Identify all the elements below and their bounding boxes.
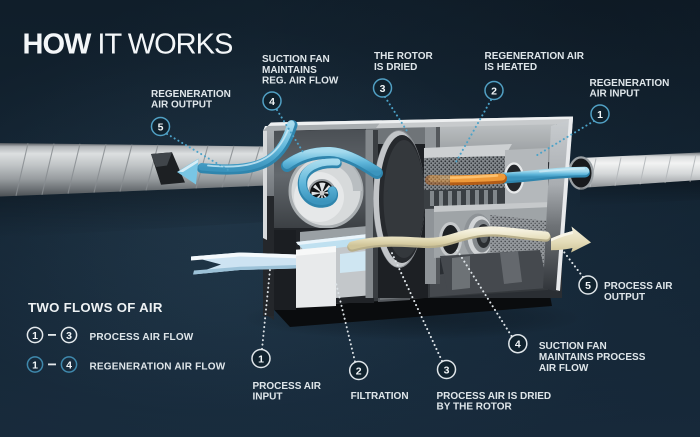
svg-text:THE ROTOR: THE ROTOR (374, 51, 433, 62)
svg-text:1: 1 (32, 330, 38, 342)
svg-text:BY THE ROTOR: BY THE ROTOR (437, 402, 513, 413)
svg-text:4: 4 (269, 96, 275, 108)
svg-text:OUTPUT: OUTPUT (604, 292, 645, 303)
svg-text:3: 3 (66, 330, 72, 342)
svg-text:IS DRIED: IS DRIED (374, 62, 417, 73)
svg-text:1: 1 (32, 359, 38, 371)
svg-text:3: 3 (444, 364, 450, 376)
svg-text:REG. AIR FLOW: REG. AIR FLOW (262, 76, 339, 87)
svg-text:PROCESS AIR FLOW: PROCESS AIR FLOW (90, 332, 194, 343)
svg-text:HOW IT WORKS: HOW IT WORKS (23, 29, 233, 61)
svg-text:SUCTION FAN: SUCTION FAN (539, 341, 607, 352)
svg-text:MAINTAINS PROCESS: MAINTAINS PROCESS (539, 352, 646, 363)
svg-text:4: 4 (66, 359, 72, 371)
svg-text:REGENERATION AIR FLOW: REGENERATION AIR FLOW (90, 361, 226, 372)
svg-text:PROCESS AIR: PROCESS AIR (604, 281, 673, 292)
svg-text:2: 2 (491, 86, 497, 98)
svg-text:FILTRATION: FILTRATION (351, 391, 409, 402)
svg-text:AIR FLOW: AIR FLOW (539, 363, 589, 374)
svg-text:MAINTAINS: MAINTAINS (262, 65, 317, 76)
svg-text:TWO FLOWS OF AIR: TWO FLOWS OF AIR (28, 300, 163, 315)
svg-text:1: 1 (258, 353, 264, 365)
svg-text:2: 2 (356, 365, 362, 377)
svg-text:IS HEATED: IS HEATED (485, 62, 538, 73)
svg-text:5: 5 (585, 280, 591, 292)
svg-text:AIR INPUT: AIR INPUT (590, 88, 640, 99)
svg-text:4: 4 (515, 339, 521, 351)
svg-text:AIR OUTPUT: AIR OUTPUT (151, 100, 212, 111)
svg-text:SUCTION FAN: SUCTION FAN (262, 54, 330, 65)
svg-text:INPUT: INPUT (253, 391, 283, 402)
svg-text:1: 1 (597, 109, 603, 121)
svg-text:5: 5 (158, 122, 164, 134)
svg-text:REGENERATION AIR: REGENERATION AIR (485, 51, 585, 62)
svg-text:REGENERATION: REGENERATION (590, 78, 670, 89)
svg-text:3: 3 (380, 83, 386, 95)
svg-text:REGENERATION: REGENERATION (151, 89, 231, 100)
svg-text:PROCESS AIR: PROCESS AIR (253, 381, 322, 392)
svg-text:PROCESS AIR IS DRIED: PROCESS AIR IS DRIED (437, 391, 552, 402)
